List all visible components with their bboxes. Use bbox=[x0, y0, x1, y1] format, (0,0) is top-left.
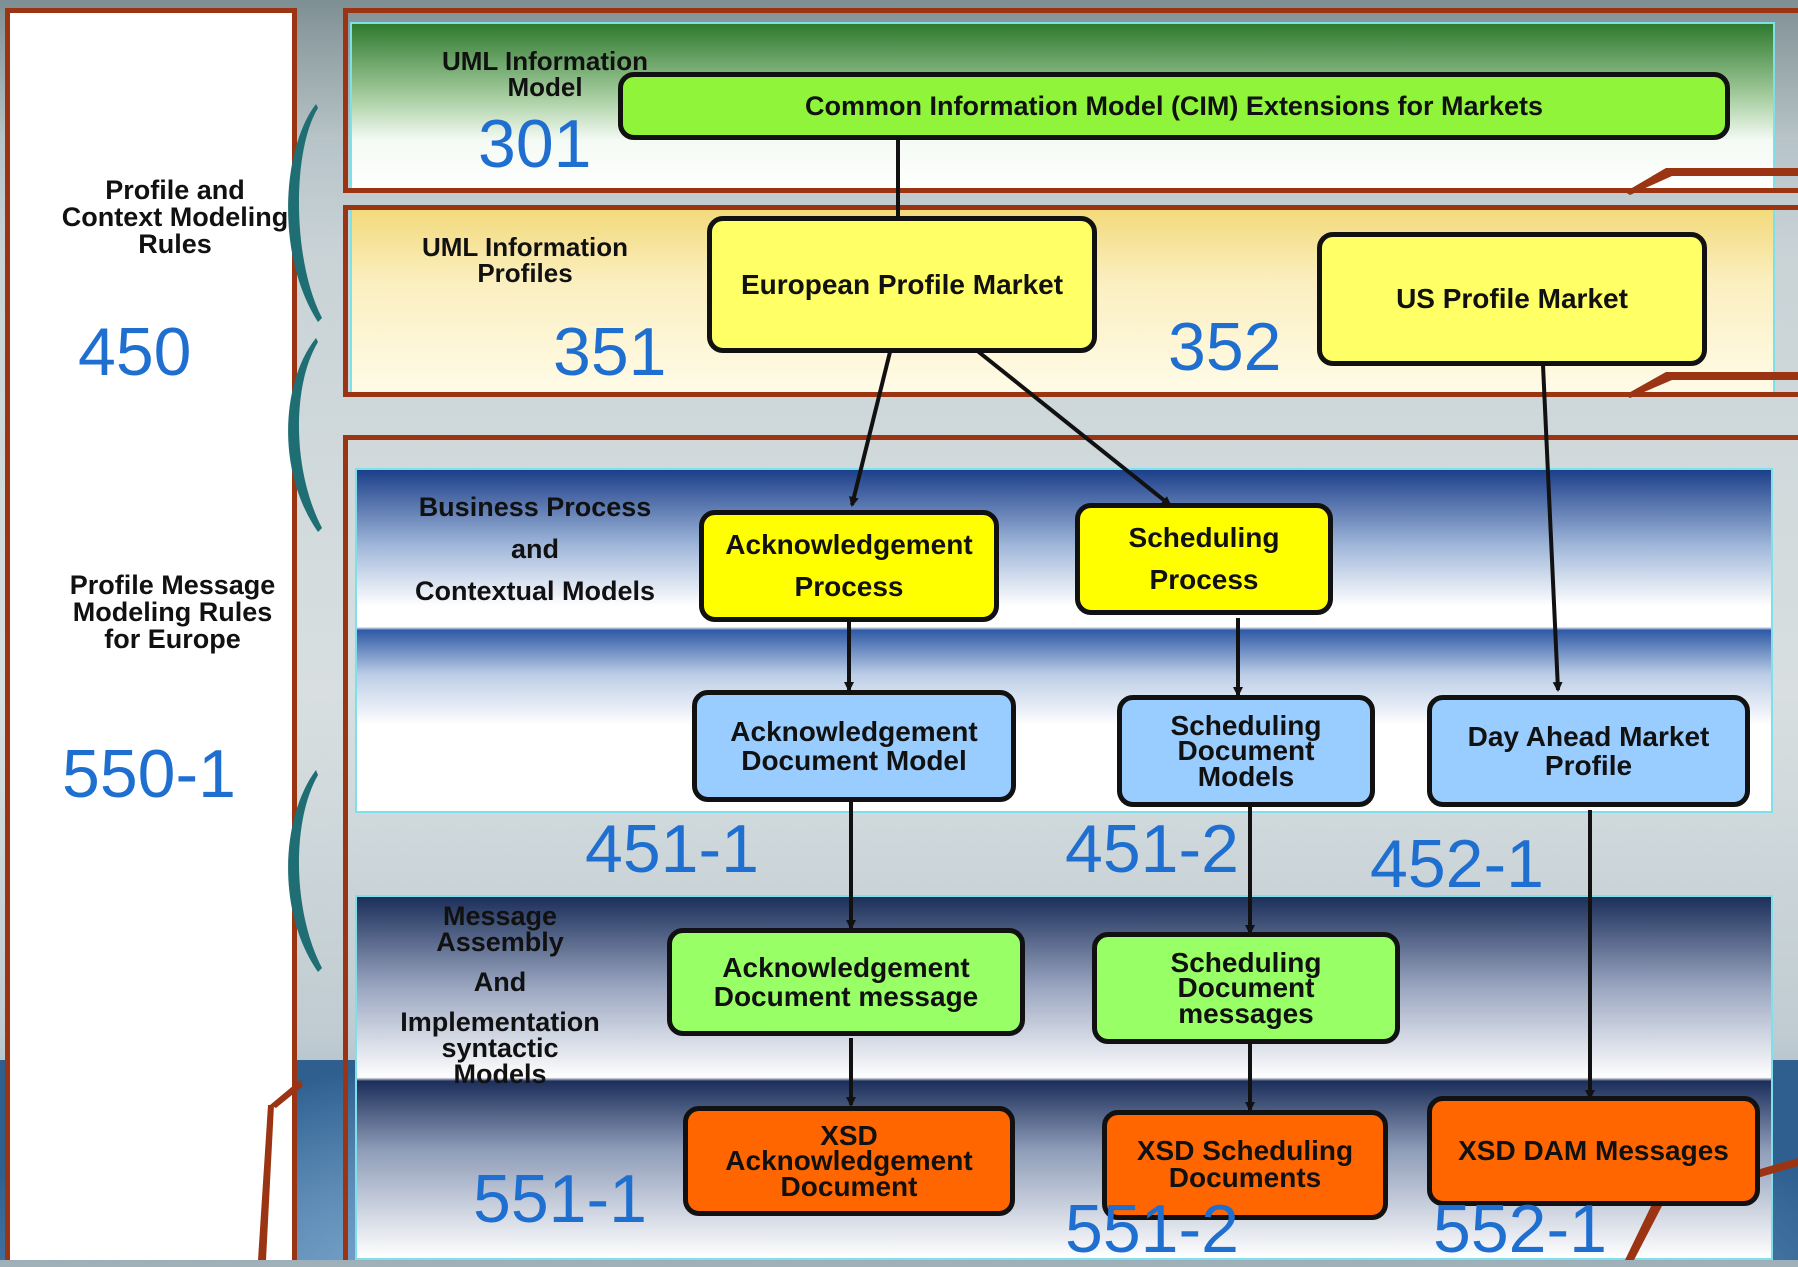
callout-wedge-top bbox=[1625, 168, 1798, 195]
label-uml-model: UML Information Model bbox=[441, 46, 649, 102]
number-352: 352 bbox=[1168, 309, 1282, 385]
number-551-2: 551-2 bbox=[1065, 1191, 1239, 1267]
box-acknowledgement-document-model: Acknowledgement Document Model bbox=[692, 690, 1016, 802]
box-scheduling-process: Scheduling Process bbox=[1075, 503, 1333, 615]
sidebar-profile-context-rules: Profile and Context Modeling Rules bbox=[61, 175, 289, 259]
arrow-us-to-dam bbox=[1541, 364, 1563, 692]
label-message-assembly: Message Assembly And Implementation synt… bbox=[400, 901, 600, 1089]
box-acknowledgement-process: Acknowledgement Process bbox=[699, 510, 999, 622]
number-301: 301 bbox=[478, 106, 592, 182]
callout-wedge-sidebar bbox=[258, 1080, 303, 1260]
label-business-process: Business Process and Contextual Models bbox=[414, 492, 656, 606]
frame-uml-profiles bbox=[343, 205, 1798, 397]
frame-uml-model bbox=[343, 8, 1798, 193]
number-551-1: 551-1 bbox=[473, 1161, 647, 1237]
box-xsd-scheduling-documents: XSD Scheduling Documents bbox=[1102, 1110, 1388, 1220]
number-552-1: 552-1 bbox=[1433, 1191, 1607, 1267]
sidebar-panel bbox=[5, 8, 297, 1260]
box-cim-extensions: Common Information Model (CIM) Extension… bbox=[618, 72, 1730, 140]
sidebar-message-rules: Profile Message Modeling Rules for Europ… bbox=[69, 570, 276, 654]
box-european-profile-market: European Profile Market bbox=[707, 216, 1097, 353]
number-351: 351 bbox=[553, 314, 667, 390]
box-scheduling-document-models: Scheduling Document Models bbox=[1117, 695, 1375, 807]
box-day-ahead-market-profile: Day Ahead Market Profile bbox=[1427, 695, 1750, 807]
frame-process-message bbox=[343, 435, 1798, 1260]
sidebar-number-550-1: 550-1 bbox=[62, 736, 236, 812]
number-451-1: 451-1 bbox=[585, 811, 759, 887]
callout-wedge-profiles bbox=[1625, 372, 1798, 398]
sidebar-number-450: 450 bbox=[78, 314, 192, 390]
box-xsd-acknowledgement-document: XSD Acknowledgement Document bbox=[683, 1106, 1015, 1216]
callout-wedge-bottom bbox=[1625, 1158, 1798, 1260]
box-us-profile-market: US Profile Market bbox=[1317, 232, 1707, 366]
curly-arrow-icon bbox=[288, 104, 322, 972]
arrow-european-to-ack bbox=[849, 351, 892, 507]
box-scheduling-document-messages: Scheduling Document messages bbox=[1092, 932, 1400, 1044]
box-xsd-dam-messages: XSD DAM Messages bbox=[1427, 1096, 1760, 1206]
arrow-european-to-sched bbox=[968, 343, 1172, 507]
label-uml-profiles: UML Information Profiles bbox=[421, 232, 629, 288]
number-452-1: 452-1 bbox=[1370, 826, 1544, 902]
box-acknowledgement-document-message: Acknowledgement Document message bbox=[667, 928, 1025, 1036]
number-451-2: 451-2 bbox=[1065, 811, 1239, 887]
